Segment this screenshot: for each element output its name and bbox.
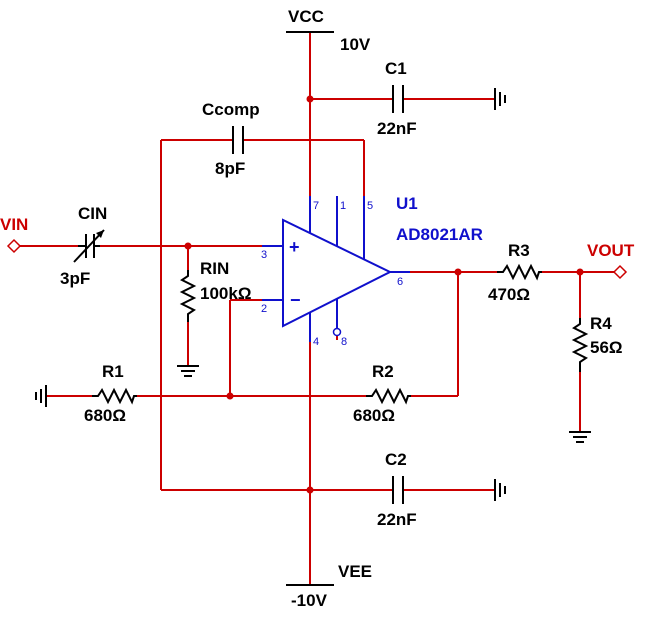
rin-value: 100kΩ	[200, 284, 251, 303]
opamp-u1[interactable]: + − 7 1 5 3 2 6 4 8 U1 AD8021AR	[261, 194, 483, 348]
ground-icon	[494, 479, 506, 501]
r4-value: 56Ω	[590, 338, 623, 357]
pin-4-label: 4	[313, 336, 319, 348]
pin-5-label: 5	[367, 200, 373, 212]
resistor-r3[interactable]: R3 470Ω	[488, 241, 542, 304]
pin-8-label: 8	[341, 336, 347, 348]
inverting-input-sign: −	[290, 290, 301, 310]
vout-port[interactable]: VOUT	[587, 241, 635, 280]
r2-ref: R2	[372, 362, 394, 381]
junction-feedback	[226, 392, 234, 400]
r3-value: 470Ω	[488, 285, 530, 304]
variable-capacitor-cin[interactable]: CIN 3pF	[60, 204, 107, 288]
ground-icon	[569, 431, 591, 443]
vee-label: VEE	[338, 562, 372, 581]
resistor-rin[interactable]: RIN 100kΩ	[179, 259, 251, 322]
pin-3-label: 3	[261, 249, 267, 261]
ccomp-ref: Ccomp	[202, 100, 260, 119]
c2-ref: C2	[385, 450, 407, 469]
ground-icon	[35, 385, 47, 407]
u1-part: AD8021AR	[396, 225, 483, 244]
c1-value: 22nF	[377, 119, 417, 138]
junction-vee-c2	[306, 486, 314, 494]
vee-supply[interactable]: VEE -10V	[286, 562, 372, 610]
capacitor-c2[interactable]: C2 22nF	[377, 450, 417, 529]
c2-value: 22nF	[377, 510, 417, 529]
ground-icon	[177, 365, 199, 377]
resistor-r4[interactable]: R4 56Ω	[571, 314, 623, 372]
vcc-supply[interactable]: VCC 10V	[286, 7, 371, 54]
pin-2-label: 2	[261, 303, 267, 315]
vcc-value: 10V	[340, 35, 371, 54]
resistor-r2[interactable]: R2 680Ω	[353, 362, 411, 425]
vin-label: VIN	[0, 215, 28, 234]
r3-ref: R3	[508, 241, 530, 260]
vee-value: -10V	[291, 591, 328, 610]
junction-output	[454, 268, 462, 276]
resistor-r1[interactable]: R1 680Ω	[84, 362, 137, 425]
vin-port[interactable]: VIN	[0, 215, 28, 254]
c1-ref: C1	[385, 59, 407, 78]
capacitor-ccomp[interactable]: Ccomp 8pF	[202, 100, 260, 178]
vcc-label: VCC	[288, 7, 324, 26]
ground-icon	[494, 88, 506, 110]
cin-ref: CIN	[78, 204, 107, 223]
junctions	[184, 95, 584, 494]
r1-value: 680Ω	[84, 406, 126, 425]
pin-1-label: 1	[340, 200, 346, 212]
rin-ref: RIN	[200, 259, 229, 278]
junction-input	[184, 242, 192, 250]
vout-label: VOUT	[587, 241, 635, 260]
ccomp-value: 8pF	[215, 159, 245, 178]
capacitor-c1[interactable]: C1 22nF	[377, 59, 417, 138]
u1-ref: U1	[396, 194, 418, 213]
pin-7-label: 7	[313, 200, 319, 212]
r2-value: 680Ω	[353, 406, 395, 425]
pin-6-label: 6	[397, 276, 403, 288]
cin-value: 3pF	[60, 269, 90, 288]
r4-ref: R4	[590, 314, 612, 333]
junction-vcc-c1	[306, 95, 314, 103]
r1-ref: R1	[102, 362, 124, 381]
junction-vout	[576, 268, 584, 276]
noninverting-input-sign: +	[289, 237, 300, 257]
